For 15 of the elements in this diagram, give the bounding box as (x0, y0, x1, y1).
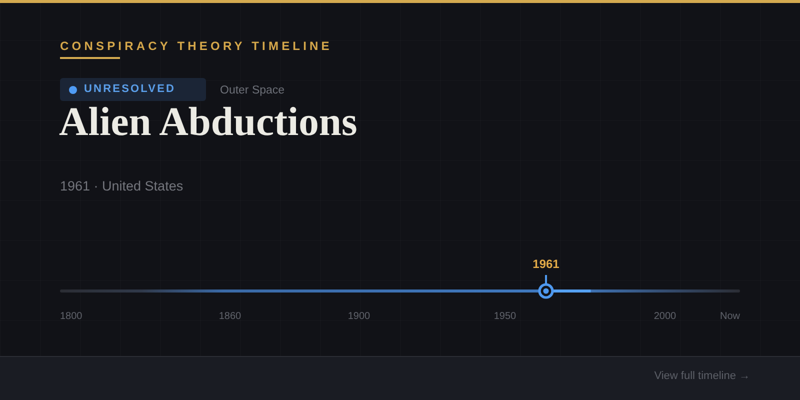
axis-tick-label: 2000 (654, 312, 676, 322)
date-location-text: 1961 · United States (60, 178, 184, 192)
axis-tick-label: 1800 (60, 312, 82, 322)
axis-tick-label: Now (720, 312, 740, 322)
marker-year-label: 1961 (532, 258, 560, 270)
axis-tick-label: 1860 (218, 312, 242, 322)
page-title: Alien Abductions (59, 102, 358, 142)
status-label: UNRESOLVED (84, 84, 176, 95)
view-timeline-link: View full timeline → (654, 371, 750, 382)
axis-tick-label: 1900 (348, 312, 370, 322)
status-badge (60, 78, 206, 101)
footer-bar (0, 356, 800, 400)
kicker-heading: CONSPIRACY THEORY TIMELINE (60, 40, 332, 52)
category-text: Outer Space (220, 85, 285, 97)
axis-tick-label: 1950 (494, 312, 516, 322)
